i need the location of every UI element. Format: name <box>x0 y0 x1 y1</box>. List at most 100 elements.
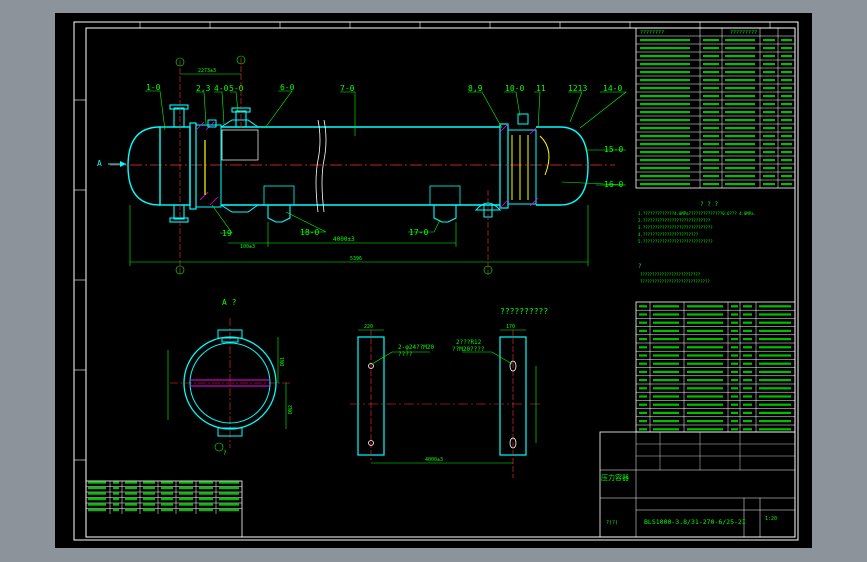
cell-text-glyph <box>725 167 755 170</box>
design-data-table[interactable]: ???????? ????????? <box>635 27 796 189</box>
cell-text-glyph <box>759 395 791 398</box>
cell-text-glyph <box>731 387 738 390</box>
label-part-18: 18-0 <box>300 228 319 237</box>
cell-text-glyph <box>179 509 193 512</box>
cell-text-glyph <box>725 111 755 114</box>
cell-text-glyph <box>687 329 723 332</box>
cell-text-glyph <box>703 119 719 122</box>
cell-text-glyph <box>703 151 719 154</box>
tech-note-5: 5.????????????????????????????? <box>638 239 713 244</box>
cell-text-glyph <box>763 127 775 130</box>
cell-text-glyph <box>639 362 647 365</box>
nozzle-a[interactable] <box>173 107 185 128</box>
cell-text-glyph <box>219 487 239 490</box>
cell-text-glyph <box>763 119 775 122</box>
cell-text-glyph <box>725 55 755 58</box>
tech-notes-heading-2: ? <box>638 263 642 270</box>
cell-text-glyph <box>763 151 775 154</box>
tech-note-1: 1.?????????????4.0MPa??????????????0.6??… <box>638 211 756 216</box>
cell-text-glyph <box>731 420 738 423</box>
cell-text-glyph <box>743 362 752 365</box>
cell-text-glyph <box>763 95 775 98</box>
tech-note-2: 2.???????????????????????????? <box>638 218 711 223</box>
saddle-title: ?????????? <box>500 307 548 316</box>
leaders <box>145 90 627 234</box>
main-elevation-view[interactable]: A 2273±3 4000±3 5396 100±3 <box>97 55 627 275</box>
sheet-scale: 1:20 <box>765 516 777 522</box>
cell-text-glyph <box>219 498 239 501</box>
saddle-left <box>267 205 291 223</box>
inner-frame <box>85 27 796 538</box>
cell-text-glyph <box>759 354 791 357</box>
title-block[interactable]: 压力容器 ?(?) BLS1000-3.8/31-270-6/25-2I 1:2… <box>599 431 796 538</box>
cell-text-glyph <box>88 498 106 501</box>
cell-text-glyph <box>725 79 755 82</box>
cell-text-glyph <box>653 346 679 349</box>
nozzle-d[interactable] <box>474 202 502 211</box>
cell-text-glyph <box>731 362 738 365</box>
cell-text-glyph <box>219 503 239 506</box>
cell-text-glyph <box>653 338 679 341</box>
cell-text-glyph <box>725 87 755 90</box>
cell-text-glyph <box>687 387 723 390</box>
cell-text-glyph <box>687 395 723 398</box>
label-part-4: 4-0 <box>214 84 229 93</box>
tech-note-7: ????????????????????????????? <box>640 279 710 284</box>
cell-text-glyph <box>731 305 738 308</box>
cell-text-glyph <box>763 103 775 106</box>
cell-text-glyph <box>703 143 719 146</box>
cell-text-glyph <box>161 481 173 484</box>
cell-text-glyph <box>639 370 647 373</box>
cell-text-glyph <box>125 498 137 501</box>
cell-text-glyph <box>759 387 791 390</box>
cell-text-glyph <box>640 175 690 178</box>
cell-text-glyph <box>161 492 173 495</box>
cell-text-glyph <box>781 183 792 186</box>
cell-text-glyph <box>653 411 679 414</box>
cell-text-glyph <box>743 395 752 398</box>
cell-text-glyph <box>725 47 755 50</box>
cell-text-glyph <box>759 403 791 406</box>
cell-text-glyph <box>640 55 690 58</box>
cell-text-glyph <box>763 167 775 170</box>
cell-text-glyph <box>88 503 106 506</box>
nozzle-table[interactable] <box>85 480 243 538</box>
expansion-joint <box>220 119 259 128</box>
cell-text-glyph <box>199 509 213 512</box>
cell-text-glyph <box>759 313 791 316</box>
saddle-plan-view[interactable]: ?????????? 2-φ24??M20 ???? 2???R12 ??M20… <box>350 307 548 478</box>
cell-text-glyph <box>113 503 119 506</box>
cell-text-glyph <box>743 346 752 349</box>
cell-text-glyph <box>743 354 752 357</box>
dim-sub: 100±3 <box>240 244 255 250</box>
cell-text-glyph <box>687 362 723 365</box>
cell-text-glyph <box>113 481 119 484</box>
cell-text-glyph <box>763 135 775 138</box>
label-part-15: 15-0 <box>604 145 623 154</box>
cell-text-glyph <box>640 183 690 186</box>
saddle-right <box>433 205 457 223</box>
cell-text-glyph <box>725 95 755 98</box>
model-space[interactable] <box>55 13 812 548</box>
section-view-a[interactable]: A ? DN1 DN2 ? <box>167 298 294 457</box>
cell-text-glyph <box>725 71 755 74</box>
cell-text-glyph <box>687 346 723 349</box>
hatch-left <box>195 121 219 206</box>
label-part-17: 17-0 <box>409 228 428 237</box>
cell-text-glyph <box>703 183 719 186</box>
cell-text-glyph <box>653 379 679 382</box>
cell-text-glyph <box>781 175 792 178</box>
bolt-hole <box>368 363 374 369</box>
cell-text-glyph <box>125 503 137 506</box>
cell-text-glyph <box>653 370 679 373</box>
cell-text-glyph <box>88 509 106 512</box>
nozzle-c[interactable] <box>173 204 185 220</box>
cell-text-glyph <box>781 63 792 66</box>
cell-text-glyph <box>703 95 719 98</box>
section-dim-2: DN2 <box>288 405 294 414</box>
cell-text-glyph <box>199 498 213 501</box>
cell-text-glyph <box>653 362 679 365</box>
cell-text-glyph <box>781 39 792 42</box>
shell-circle-inner <box>189 342 271 424</box>
cell-text-glyph <box>731 403 738 406</box>
